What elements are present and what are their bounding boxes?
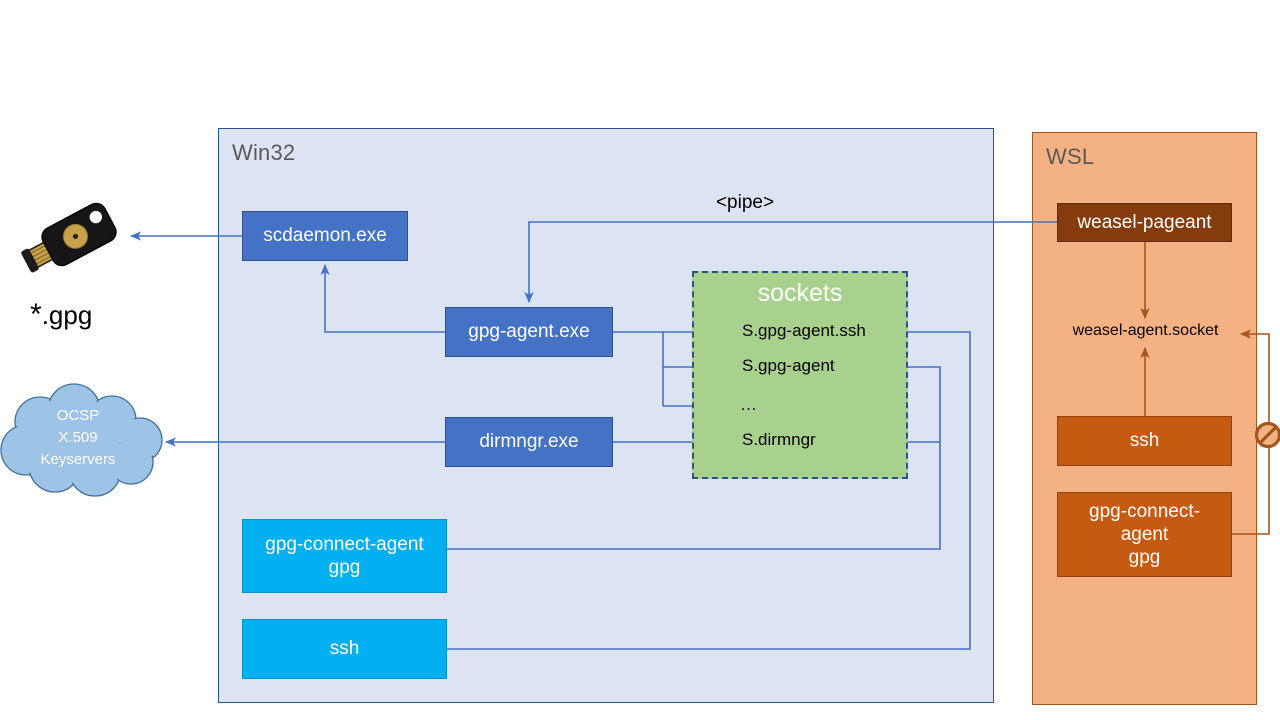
line-1: gpg-connect-agent <box>265 533 424 555</box>
line-2: agent <box>1120 523 1169 545</box>
node-scdaemon-exe[interactable]: scdaemon.exe <box>242 211 408 261</box>
node-weasel-agent-socket[interactable]: weasel-agent.socket <box>1072 322 1219 339</box>
cloud-label-line-2: X.509 <box>58 428 98 446</box>
gpg-files-label: *.gpg <box>30 298 92 332</box>
gpg-files-ext: .gpg <box>41 300 93 330</box>
node-gpg-connect-agent-wsl[interactable]: gpg-connect- agent gpg <box>1057 492 1232 577</box>
socket-item-s-dirmngr[interactable]: S.dirmngr <box>742 430 816 449</box>
cloud-label: OCSP X.509 Keyservers <box>8 405 148 470</box>
node-dirmngr-label: dirmngr.exe <box>479 431 579 453</box>
socket-item-ellipsis: … <box>740 395 758 414</box>
line-2: gpg <box>328 557 361 578</box>
pipe-edge-label: <pipe> <box>715 192 775 213</box>
line-1: gpg-connect- <box>1089 500 1200 522</box>
cloud-label-line-1: OCSP <box>56 407 100 424</box>
cloud-icon <box>0 383 163 497</box>
node-weasel-pageant-label: weasel-pageant <box>1077 211 1212 233</box>
sockets-group-title: sockets <box>757 279 843 307</box>
win32-panel-label: Win32 <box>232 140 296 165</box>
node-gpg-connect-agent-win32-lines: gpg-connect-agent gpg <box>265 533 423 579</box>
node-ssh-wsl[interactable]: ssh <box>1057 416 1232 466</box>
node-gpg-connect-agent-wsl-lines: gpg-connect- agent gpg <box>1089 500 1200 570</box>
no-entry-icon <box>1254 421 1280 449</box>
socket-item-s-gpg-agent-ssh[interactable]: S.gpg-agent.ssh <box>742 321 866 340</box>
node-ssh-wsl-label: ssh <box>1129 430 1160 452</box>
line-3: gpg <box>1128 547 1161 569</box>
wsl-panel-label: WSL <box>1046 144 1095 169</box>
node-scdaemon-label: scdaemon.exe <box>263 225 387 247</box>
node-ssh-win32-label: ssh <box>329 638 360 660</box>
node-gpg-agent-label: gpg-agent.exe <box>468 321 590 343</box>
socket-item-s-gpg-agent[interactable]: S.gpg-agent <box>742 356 835 375</box>
sockets-group <box>692 271 908 479</box>
node-weasel-pageant[interactable]: weasel-pageant <box>1057 203 1232 242</box>
node-ssh-win32[interactable]: ssh <box>242 619 447 679</box>
node-gpg-agent-exe[interactable]: gpg-agent.exe <box>445 307 613 357</box>
node-gpg-connect-agent-win32[interactable]: gpg-connect-agent gpg <box>242 519 447 593</box>
gpg-files-star: * <box>30 298 42 331</box>
usb-security-key-icon <box>21 202 117 273</box>
node-dirmngr-exe[interactable]: dirmngr.exe <box>445 417 613 467</box>
cloud-label-line-3: Keyservers <box>40 450 116 468</box>
